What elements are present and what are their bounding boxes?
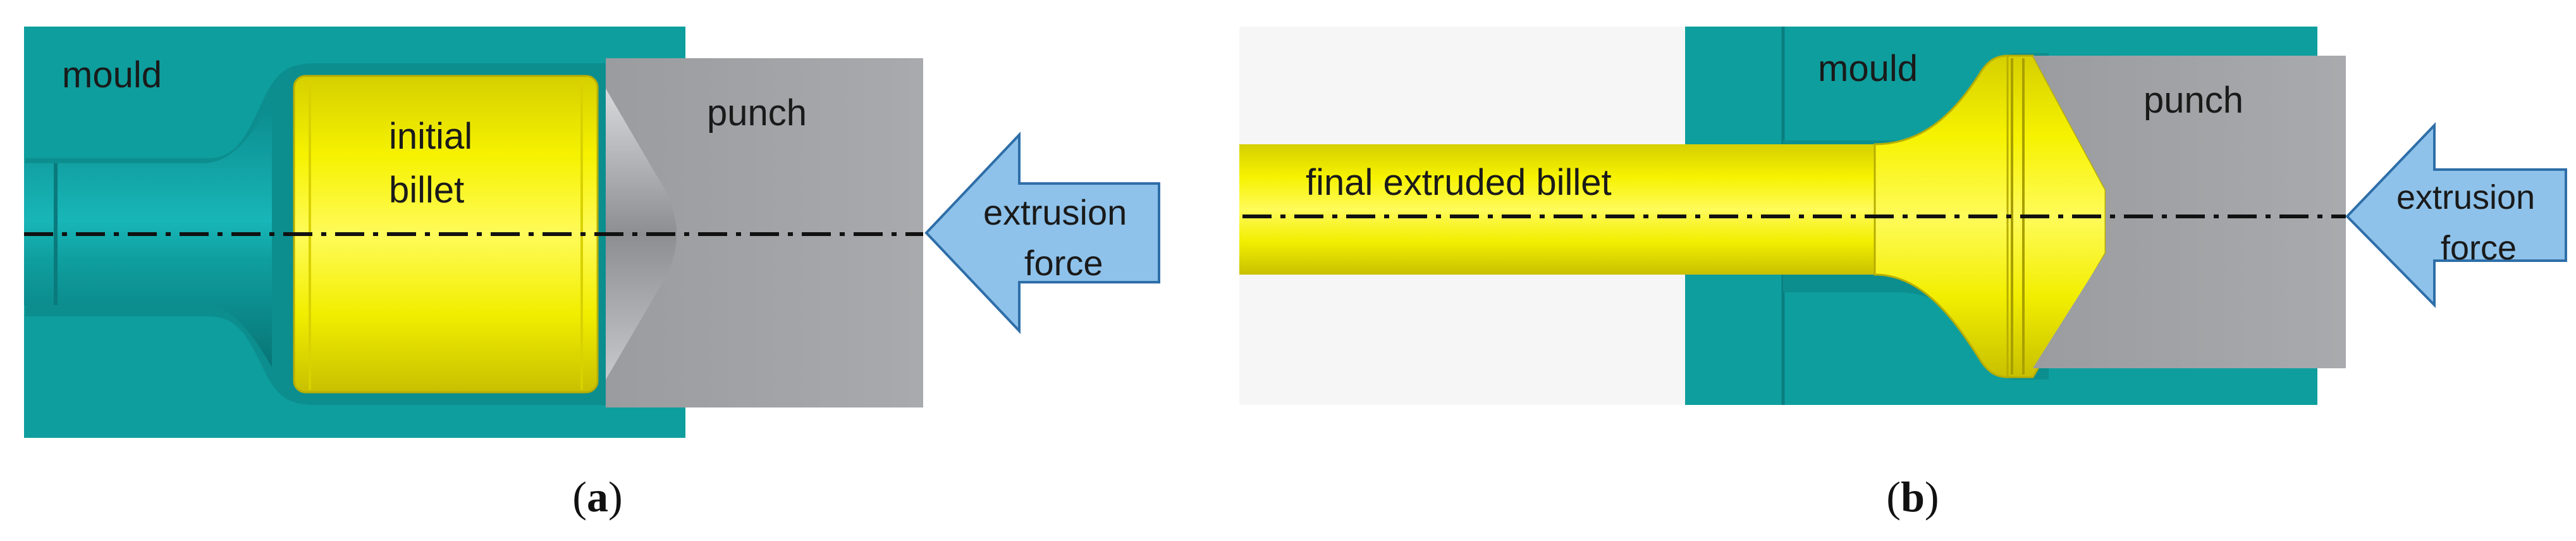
billet-label-b: final extruded billet [1306, 162, 1612, 203]
caption-b: (b) [1886, 473, 1939, 521]
mould-label-b: mould [1818, 48, 1918, 89]
force-label-a-line1: extrusion [983, 192, 1127, 232]
panel-b: mould final extruded billet punch extrus… [1239, 27, 2567, 521]
force-label-a-line2: force [1024, 243, 1103, 283]
panel-a: mould initial billet punch extrusion for… [24, 27, 1160, 521]
caption-a: (a) [572, 473, 622, 521]
billet-label-a-line1: initial [389, 116, 472, 157]
force-label-b-line1: extrusion [2396, 178, 2535, 216]
extrusion-force-arrow-a [924, 131, 1160, 335]
force-label-b-line2: force [2441, 229, 2517, 267]
caption-a-letter: a [587, 473, 608, 521]
punch-cone-a [606, 89, 677, 380]
punch-b [2033, 56, 2346, 368]
mould-label-a: mould [62, 54, 162, 96]
punch-label-a: punch [707, 92, 807, 134]
billet-label-a-line2: billet [389, 170, 464, 211]
extrusion-force-arrow-b [2345, 122, 2567, 308]
caption-b-letter: b [1901, 473, 1925, 521]
punch-label-b: punch [2144, 80, 2243, 121]
final-extruded-billet-rod [1239, 144, 1878, 275]
